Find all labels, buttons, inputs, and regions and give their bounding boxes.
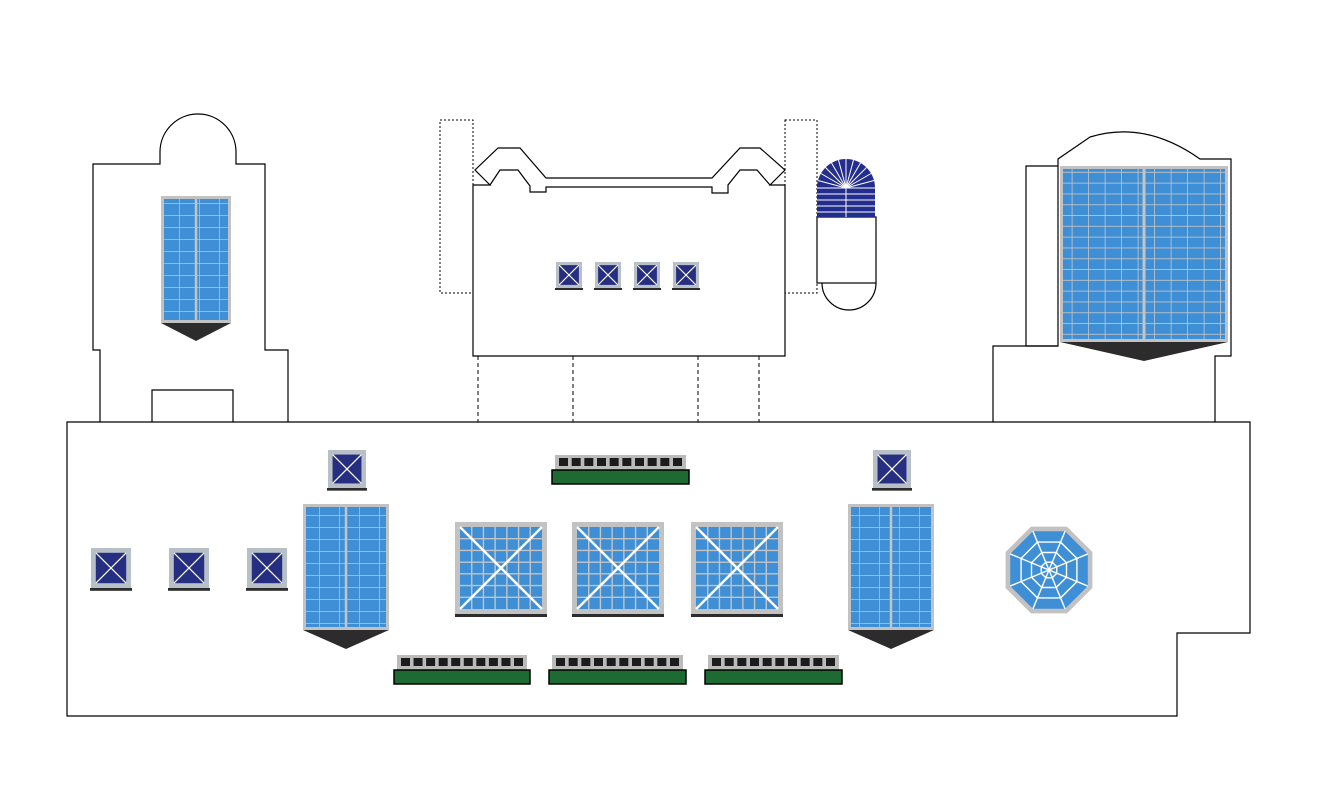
pyramid-skylight-icon	[594, 262, 622, 290]
pyramid-skylight-icon	[246, 548, 288, 591]
hip-roof-skylight-icon	[572, 522, 664, 617]
ridge-vent-icon	[551, 455, 690, 485]
right-wing-outline	[992, 131, 1232, 422]
left-tower-outline	[92, 113, 289, 422]
pyramid-skylight-icon	[672, 262, 700, 290]
hip-roof-skylight-icon	[455, 522, 547, 617]
pyramid-skylight-icon	[872, 450, 912, 491]
pyramid-skylight-icon	[168, 548, 210, 591]
ridge-vent-icon	[393, 655, 531, 685]
left-tower-step	[151, 389, 234, 422]
pyramid-skylight-icon	[327, 450, 367, 491]
octagon-dome-skylight-icon	[1005, 526, 1093, 614]
barrel-dome-icon	[817, 159, 875, 217]
stair-tower	[816, 159, 877, 311]
grid-skylight-icon	[161, 196, 231, 341]
right-wing-inner	[1025, 165, 1058, 347]
right-dotted-addition	[784, 119, 818, 294]
grid-skylight-icon	[303, 504, 389, 649]
center-block-parapet	[489, 169, 771, 194]
left-dotted-addition	[439, 119, 474, 294]
main-roof-outline	[66, 421, 1251, 717]
pyramid-skylight-icon	[555, 262, 583, 290]
ridge-vent-icon	[548, 655, 687, 685]
ridge-vent-icon	[704, 655, 843, 685]
grid-skylight-icon	[848, 504, 934, 649]
hip-roof-skylight-icon	[691, 522, 783, 617]
pyramid-skylight-icon	[90, 548, 132, 591]
grid-skylight-icon	[1060, 166, 1228, 361]
dashed-connectors	[477, 356, 760, 422]
pyramid-skylight-icon	[633, 262, 661, 290]
center-block-outline	[472, 147, 786, 357]
